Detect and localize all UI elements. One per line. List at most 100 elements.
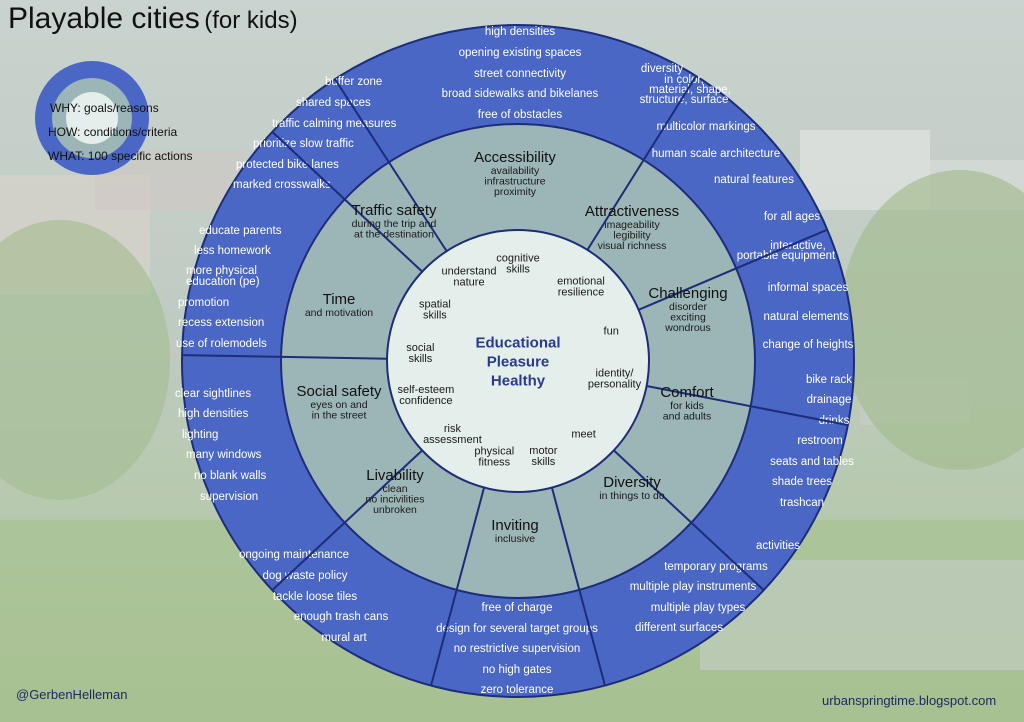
- how-segment-title: Time: [323, 291, 356, 308]
- what-segment: activities temporary programs multiple pla…: [630, 540, 801, 634]
- what-item: clear sightlines: [175, 388, 251, 400]
- what-item: street connectivity: [474, 68, 566, 80]
- how-segment-title: Traffic safety: [351, 202, 437, 219]
- what-item: shared spaces: [296, 97, 371, 109]
- what-item: broad sidewalks and bikelanes: [442, 88, 599, 100]
- how-segment-subtitle: wondrous: [664, 322, 711, 334]
- how-segment-title: Accessibility: [474, 149, 556, 166]
- what-segment: clear sightlines high densities lighting ma…: [175, 388, 266, 503]
- why-item: fun: [604, 326, 619, 338]
- what-item: supervision: [200, 491, 258, 503]
- how-segment-subtitle: in the street: [312, 410, 367, 422]
- what-item: use of rolemodels: [176, 338, 267, 350]
- what-item: mural art: [321, 632, 367, 644]
- how-segment-subtitle: visual richness: [598, 240, 667, 252]
- what-item: multiple play types: [651, 602, 746, 614]
- how-segment-subtitle: and adults: [663, 411, 711, 423]
- page-title: Playable cities (for kids): [8, 2, 298, 36]
- how-segment-title: Attractiveness: [585, 203, 679, 220]
- how-segment-subtitle: imageability: [604, 219, 660, 231]
- what-item: high densities: [485, 26, 556, 38]
- credit-author: @GerbenHelleman: [16, 687, 128, 702]
- segment-divider: [586, 75, 697, 251]
- segment-divider: [430, 487, 486, 686]
- what-item: high densities: [178, 408, 249, 420]
- how-segment-subtitle: unbroken: [373, 504, 417, 516]
- what-item: lighting: [182, 429, 218, 441]
- what-item: enough trash cans: [294, 611, 389, 623]
- what-item: ongoing maintenance: [239, 549, 349, 561]
- legend-why: WHY: goals/reasons: [50, 101, 159, 115]
- segment-divider: [334, 78, 448, 252]
- what-item: no blank walls: [194, 470, 266, 482]
- segment-divider: [271, 449, 423, 591]
- how-segment-subtitle: disorder: [669, 301, 707, 313]
- how-segment-subtitle: clean: [382, 483, 407, 495]
- why-item: identity/personality: [588, 367, 642, 390]
- what-item: temporary programs: [664, 561, 768, 573]
- how-segment-subtitle: exciting: [670, 312, 706, 324]
- how-segment-subtitle: in things to do: [599, 490, 665, 502]
- what-segment: ongoing maintenance dog waste policy tackl…: [239, 549, 389, 644]
- what-item: multiple play instruments: [630, 581, 757, 593]
- what-item: trashcan: [780, 497, 824, 509]
- why-item: meet: [571, 429, 595, 441]
- how-segment-subtitle: for kids: [670, 400, 704, 412]
- what-item: dog waste policy: [262, 570, 347, 582]
- what-item: more physical: [186, 265, 257, 277]
- title-main: Playable cities: [8, 2, 200, 35]
- what-item: recess extension: [178, 317, 264, 329]
- what-item: many windows: [186, 449, 262, 461]
- how-segment-title: Diversity: [603, 474, 661, 491]
- what-item: marked crosswalks: [233, 179, 331, 191]
- what-item: human scale architecture: [652, 148, 780, 160]
- what-segment: free of charge design for several target …: [436, 602, 598, 696]
- what-item: prioritize slow traffic: [253, 138, 354, 150]
- what-item: opening existing spaces: [459, 47, 582, 59]
- what-item: buffer zone: [325, 76, 382, 88]
- how-segment-subtitle: legibility: [613, 230, 651, 242]
- what-item: activities: [756, 540, 800, 552]
- what-item: zero tolerance: [481, 684, 554, 696]
- how-segment-subtitle: eyes on and: [310, 399, 367, 411]
- what-item: protected bike lanes: [236, 159, 339, 171]
- what-item: promotion: [178, 297, 229, 309]
- how-segment-subtitle: no incivilities: [366, 494, 425, 506]
- what-item: different surfaces: [635, 622, 723, 634]
- what-item: design for several target groups: [436, 623, 598, 635]
- what-item: no restrictive supervision: [454, 643, 581, 655]
- what-item: less homework: [194, 245, 271, 257]
- what-item: in color,: [664, 74, 704, 86]
- how-segment-subtitle: infrastructure: [484, 176, 545, 188]
- how-segment-title: Social safety: [296, 383, 382, 400]
- what-segment: high densities opening existing spaces str…: [442, 26, 599, 121]
- what-item: shade trees: [772, 476, 832, 488]
- what-item: tackle loose tiles: [273, 591, 358, 603]
- legend-what: WHAT: 100 specific actions: [48, 149, 193, 163]
- what-item: free of charge: [482, 602, 553, 614]
- what-item: portable equipment: [737, 250, 836, 262]
- segment-divider: [613, 449, 765, 591]
- what-item: multicolor markings: [656, 121, 755, 133]
- what-item: drainage: [807, 394, 852, 406]
- what-item: change of heights: [763, 339, 854, 351]
- how-segment: Accessibilityavailabilityinfrastructurep…: [474, 149, 556, 198]
- what-item: restroom: [797, 435, 842, 447]
